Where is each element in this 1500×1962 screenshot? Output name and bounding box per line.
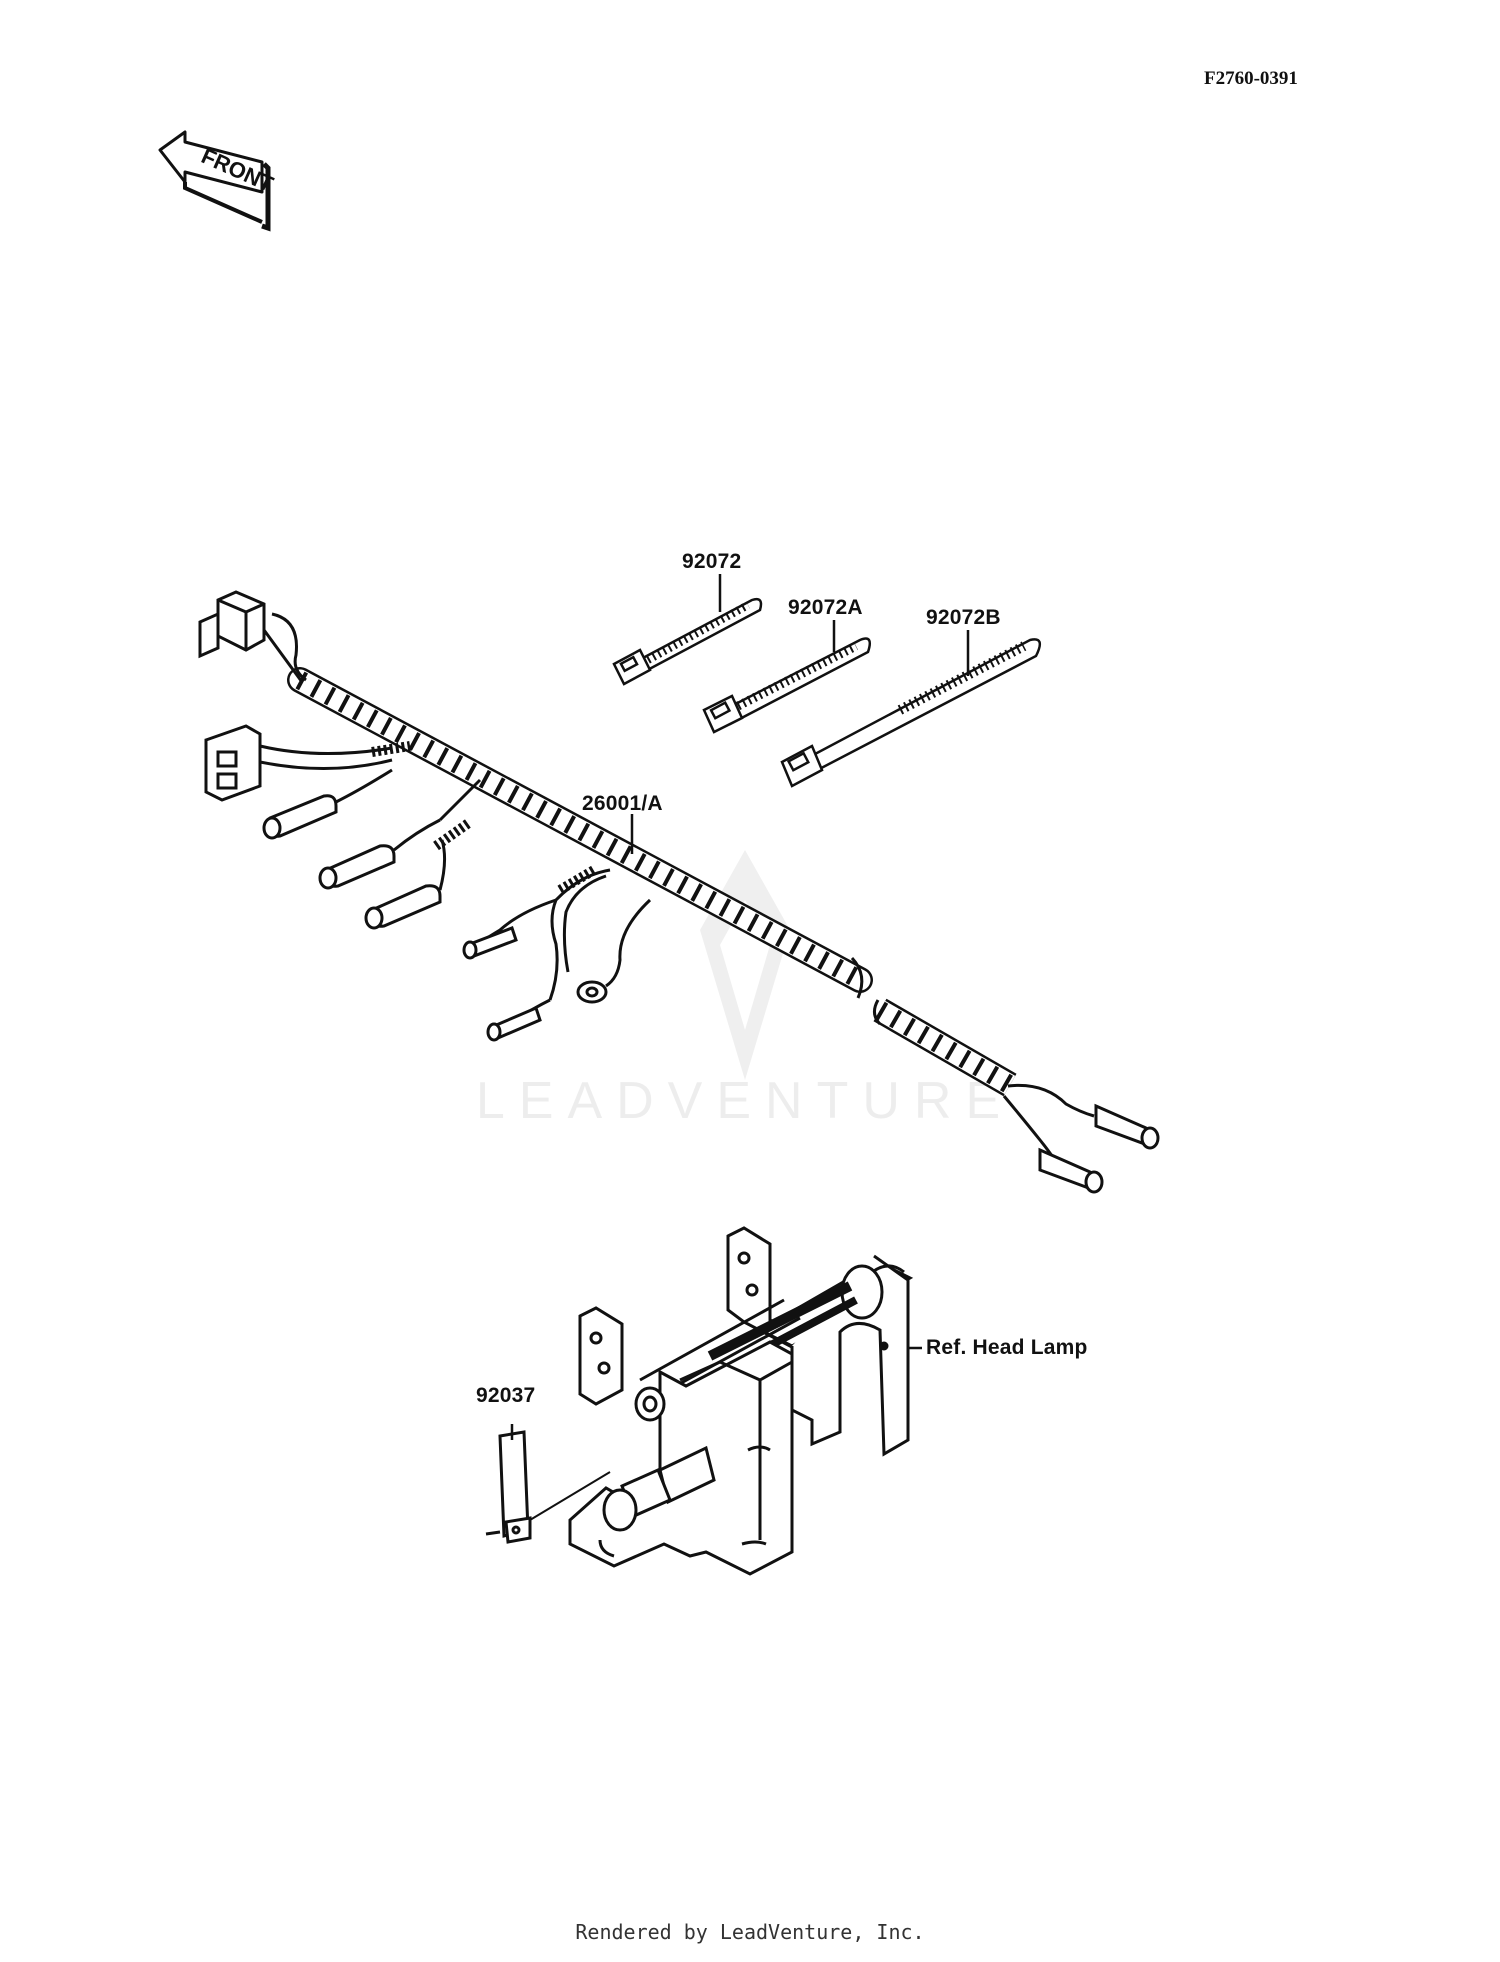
part-label-92072A: 92072A [788, 596, 863, 619]
watermark: LEADVENTURE [476, 850, 1014, 1130]
harness-bullet-connectors [262, 768, 482, 930]
reference-label-head-lamp: Ref. Head Lamp [926, 1336, 1088, 1359]
part-label-92072: 92072 [682, 550, 742, 573]
footer-credit: Rendered by LeadVenture, Inc. [575, 1920, 925, 1944]
harness-end-connectors [1002, 1083, 1160, 1194]
cable-band-small [612, 597, 763, 686]
watermark-text: LEADVENTURE [476, 1072, 1014, 1130]
diagram-code: F2760-0391 [1204, 68, 1298, 89]
head-lamp-bracket [568, 1226, 914, 1576]
part-label-26001A: 26001/A [582, 792, 663, 815]
harness-connector-main [198, 590, 307, 683]
front-arrow-icon: FRONT [158, 130, 278, 232]
front-arrow-label: FRONT [198, 143, 278, 197]
part-label-92037: 92037 [476, 1384, 536, 1407]
harness-ground-branch [462, 865, 652, 1042]
part-label-92072B: 92072B [926, 606, 1001, 629]
leader-lines [510, 574, 970, 1440]
cable-band-large [780, 638, 1042, 788]
cable-band-medium [702, 637, 871, 734]
wiring-harness [198, 590, 1160, 1194]
watermark-logo [700, 850, 790, 1080]
clamp-part [485, 1430, 611, 1544]
harness-connector-two-pin [204, 724, 411, 802]
